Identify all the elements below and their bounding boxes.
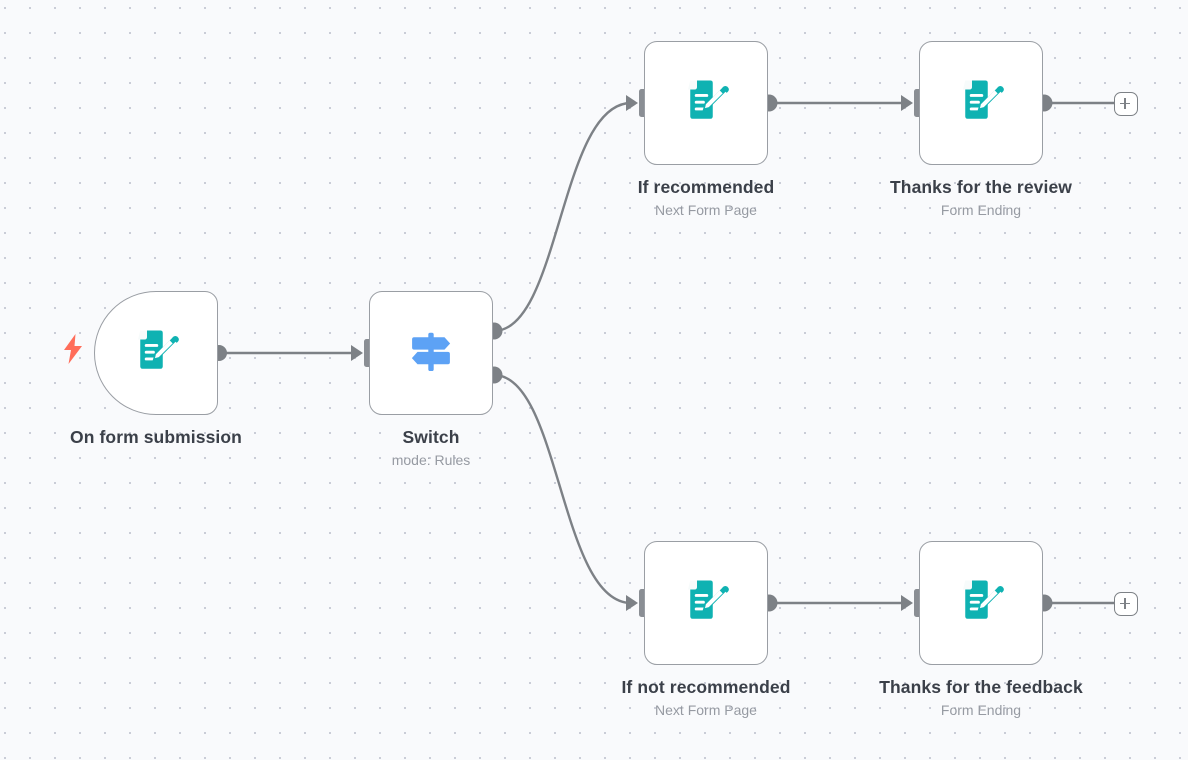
node-subtitle: mode: Rules	[391, 452, 471, 468]
node-label-if-recommended: If recommended Next Form Page	[506, 177, 906, 220]
node-label-if-not-recommended: If not recommended Next Form Page	[506, 677, 906, 720]
node-label-on-form-submission: On form submission	[0, 427, 356, 448]
input-arrow-icon	[626, 595, 638, 611]
form-document-pencil-icon	[688, 580, 729, 619]
edge-path	[492, 373, 633, 605]
node-label-thanks-for-the-feedback: Thanks for the feedback Form Ending	[781, 677, 1181, 720]
node-subtitle: Form Ending	[940, 202, 1022, 218]
form-document-pencil-icon	[963, 80, 1004, 119]
trigger-bolt-icon	[62, 334, 84, 369]
node-subtitle: Next Form Page	[655, 702, 757, 718]
add-node-button-after-review[interactable]	[1114, 92, 1138, 116]
input-arrow-icon	[901, 95, 913, 111]
connection-if-recommended-to-thanks-review[interactable]	[760, 89, 923, 117]
connection-if-not-recommended-to-thanks-feedback[interactable]	[760, 589, 923, 617]
node-thanks-for-the-review[interactable]	[919, 41, 1043, 165]
connection-switch-to-if-not-recommended[interactable]	[485, 366, 648, 618]
node-title: If not recommended	[621, 677, 791, 697]
node-thanks-for-the-feedback[interactable]	[919, 541, 1043, 665]
input-arrow-icon	[901, 595, 913, 611]
form-document-pencil-icon	[138, 330, 179, 369]
connection-thanks-feedback-to-add-button[interactable]	[1035, 594, 1116, 612]
node-title: Thanks for the review	[889, 177, 1072, 197]
add-node-button-after-feedback[interactable]	[1114, 592, 1138, 616]
node-if-not-recommended[interactable]	[644, 541, 768, 665]
node-switch[interactable]	[369, 291, 493, 415]
node-title: If recommended	[637, 177, 775, 197]
switch-signpost-icon	[411, 332, 451, 371]
connection-thanks-review-to-add-button[interactable]	[1035, 94, 1116, 112]
node-subtitle: Next Form Page	[655, 202, 757, 218]
node-if-recommended[interactable]	[644, 41, 768, 165]
node-label-switch: Switch mode: Rules	[231, 427, 631, 470]
input-arrow-icon	[351, 345, 363, 361]
node-label-thanks-for-the-review: Thanks for the review Form Ending	[781, 177, 1181, 220]
node-title: Switch	[402, 427, 460, 447]
input-arrow-icon	[626, 95, 638, 111]
node-title: Thanks for the feedback	[879, 677, 1083, 697]
node-subtitle: Form Ending	[940, 702, 1022, 718]
node-title: On form submission	[70, 427, 242, 447]
form-document-pencil-icon	[963, 580, 1004, 619]
form-document-pencil-icon	[688, 80, 729, 119]
edge-path	[492, 101, 633, 333]
connection-switch-to-if-recommended[interactable]	[485, 89, 648, 340]
node-on-form-submission[interactable]	[94, 291, 218, 415]
connection-on-form-submission-to-switch[interactable]	[211, 339, 372, 367]
